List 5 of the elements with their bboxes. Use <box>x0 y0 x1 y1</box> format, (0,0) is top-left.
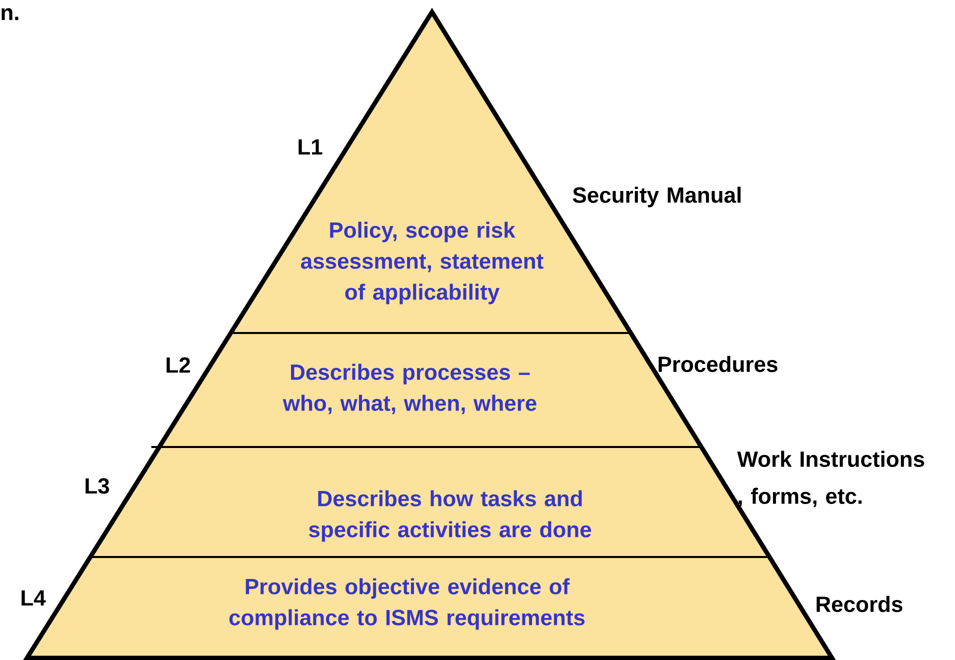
level-label: L3 <box>86 478 110 494</box>
document-type-label: Procedures <box>658 356 778 372</box>
cut-text: n. <box>2 8 18 20</box>
level-label: L2 <box>166 357 190 373</box>
level-label: L1 <box>298 139 322 155</box>
